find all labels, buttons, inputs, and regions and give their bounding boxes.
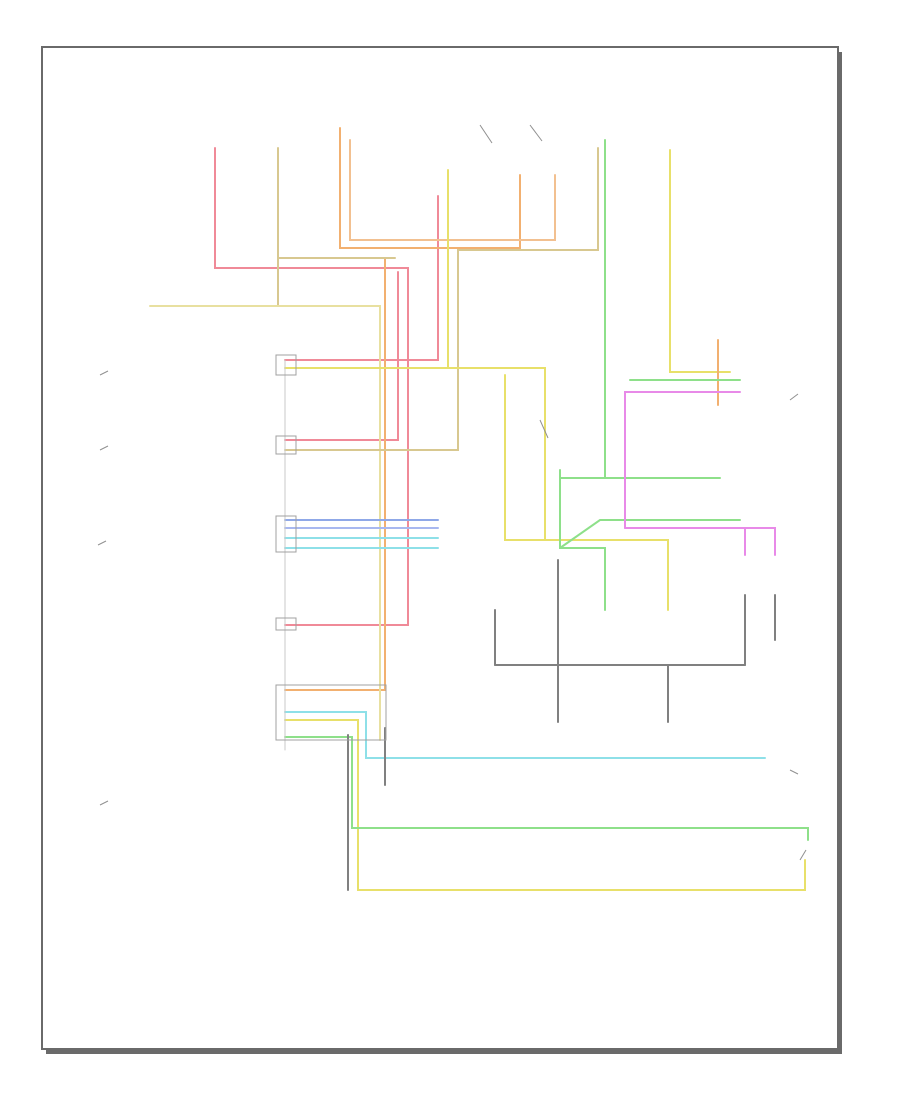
switch-mark-6 (789, 393, 799, 401)
connector-c5 (275, 617, 297, 631)
switch-mark-4 (99, 800, 109, 806)
switch-mark-5 (539, 419, 549, 439)
wire-tan-4 (284, 147, 599, 451)
switch-mark-1 (99, 370, 109, 376)
switch-mark-8 (799, 849, 807, 861)
wire-green-3 (559, 469, 606, 611)
wire-yellow-5 (669, 149, 731, 373)
switch-mark-3 (97, 540, 107, 546)
switch-mark-9 (479, 124, 493, 144)
wire-red-1 (214, 147, 409, 626)
switch-mark-7 (789, 769, 799, 775)
wire-tan-3 (149, 305, 381, 741)
wire-cyan-3 (284, 711, 766, 759)
switch-mark-10 (529, 124, 543, 142)
diagram-frame (41, 46, 839, 1050)
switch-mark-2 (99, 445, 109, 451)
wire-pink-1 (624, 391, 741, 529)
wire-green-4 (559, 519, 741, 549)
wire-red-4 (284, 271, 399, 441)
connector-c2 (275, 354, 297, 376)
wire-pink-3 (744, 527, 776, 556)
wire-green-6 (284, 736, 809, 841)
wire-orange-1 (339, 127, 521, 249)
connector-c3 (275, 435, 297, 455)
wire-orange-3 (284, 257, 386, 691)
wire-yellow-4 (284, 719, 806, 891)
connector-c4 (275, 515, 297, 553)
wire-orange-2 (349, 139, 556, 241)
connector-c1 (275, 684, 387, 741)
